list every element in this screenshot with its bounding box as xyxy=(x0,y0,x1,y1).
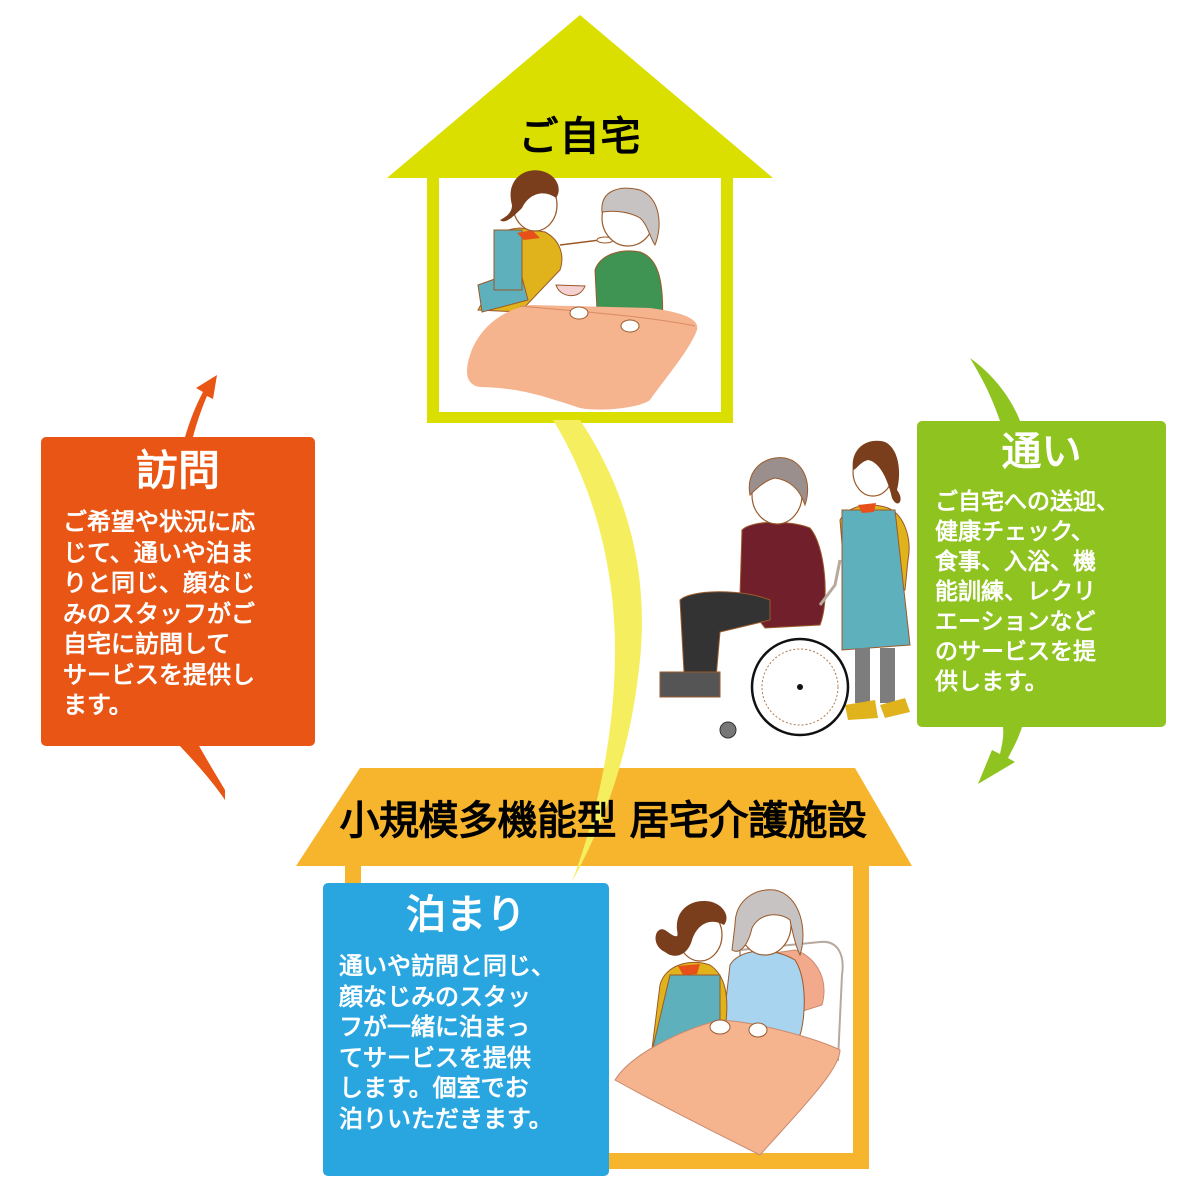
service-box-day: 通い ご自宅への送迎、 健康チェック、 食事、入浴、機 能訓練、レクリ エーショ… xyxy=(917,421,1166,727)
day-desc-line: 供します。 xyxy=(935,669,1048,695)
stay-desc-line: 通いや訪問と同じ、 xyxy=(339,952,555,980)
day-title: 通い xyxy=(1001,429,1082,475)
visit-desc-line: みのスタッフがご xyxy=(63,599,255,628)
day-illustration xyxy=(659,440,911,739)
stay-desc-line: 泊りいただきます。 xyxy=(339,1104,553,1133)
home-roof xyxy=(387,15,773,178)
visit-desc-line: りと同じ、顔なじ xyxy=(63,569,255,597)
visit-desc-line: ます。 xyxy=(63,691,133,719)
day-arrows xyxy=(970,358,1022,784)
day-arrow-down-icon xyxy=(978,727,1022,784)
home-illustration xyxy=(467,170,698,410)
visit-desc-line: サービスを提供し xyxy=(63,660,255,689)
day-desc-line: 健康チェック、 xyxy=(935,519,1094,545)
service-box-stay: 泊まり 通いや訪問と同じ、 顔なじみのスタッ フが一緒に泊まっ てサービスを提供… xyxy=(323,883,609,1176)
visit-arrows xyxy=(178,375,225,800)
facility-roof xyxy=(296,768,912,866)
stay-title: 泊まり xyxy=(406,892,526,938)
visit-desc-line: 自宅に訪問して xyxy=(63,630,231,658)
visit-title: 訪問 xyxy=(135,446,220,495)
home-wall-left xyxy=(427,176,439,423)
stay-desc-line: フが一緒に泊まっ xyxy=(339,1013,531,1041)
stay-illustration xyxy=(614,889,844,1156)
connector-curve xyxy=(553,420,642,882)
stay-desc-line: 顔なじみのスタッ xyxy=(339,982,531,1011)
visit-arrow-tail-icon xyxy=(178,744,225,800)
visit-desc-line: じて、通いや泊ま xyxy=(63,538,254,567)
day-desc-line: ご自宅への送迎、 xyxy=(935,489,1119,515)
day-desc-line: エーションなど xyxy=(935,609,1096,635)
day-desc-line: 食事、入浴、機 xyxy=(935,549,1096,575)
day-desc-line: のサービスを提 xyxy=(935,639,1096,665)
visit-desc-line: ご希望や状況に応 xyxy=(63,508,255,536)
home-wall-right xyxy=(721,176,733,423)
facility-title: 小規模多機能型 居宅介護施設 xyxy=(339,798,867,844)
home-floor xyxy=(427,412,733,423)
home-house xyxy=(387,15,773,423)
stay-desc-line: てサービスを提供 xyxy=(339,1043,531,1072)
wheelchair-wheel xyxy=(750,637,850,737)
day-arrow-tail-icon xyxy=(970,358,1020,421)
stay-desc-line: します。個室でお xyxy=(339,1074,529,1102)
service-box-visit: 訪問 ご希望や状況に応 じて、通いや泊ま りと同じ、顔なじ みのスタッフがご 自… xyxy=(41,437,315,746)
day-desc-line: 能訓練、レクリ xyxy=(935,579,1096,605)
visit-arrow-up-icon xyxy=(185,375,217,437)
home-title: ご自宅 xyxy=(518,114,642,160)
facility-wall-right xyxy=(853,864,869,1169)
